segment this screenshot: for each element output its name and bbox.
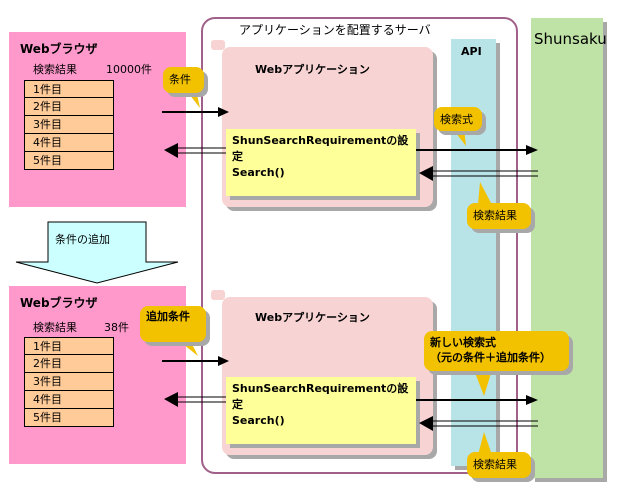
bottom-code-line2: Search() — [232, 414, 285, 427]
server-frame — [201, 17, 518, 474]
bottom-webapp-tab — [211, 290, 225, 300]
bottom-browser-title: Webブラウザ — [20, 296, 98, 310]
bottom-code-box: ShunSearchRequirementの設定 Search() — [226, 377, 416, 444]
bottom-query-arrowhead — [526, 395, 538, 405]
top-browser-title: Webブラウザ — [20, 42, 98, 56]
top-query-arrowhead — [526, 145, 538, 155]
top-results-label: 検索結果 — [33, 63, 77, 76]
bottom-condition-bubble: 追加条件 — [140, 306, 206, 342]
top-query-bubble: 検索式 — [434, 107, 482, 131]
api-label: API — [461, 45, 482, 58]
list-item[interactable]: 1件目 — [24, 337, 114, 355]
bottom-query-bubble-line2: （元の条件＋追加条件） — [430, 351, 551, 364]
bottom-query-bubble-line1: 新しい検索式 — [430, 336, 496, 349]
top-query-bubble-tail — [452, 128, 466, 146]
top-response-arrowhead — [164, 143, 178, 158]
top-request-arrowhead — [218, 107, 229, 117]
bottom-condition-bubble-tail — [178, 340, 198, 356]
server-label: アプリケーションを配置するサーバ — [236, 21, 434, 38]
list-item[interactable]: 5件目 — [24, 409, 114, 427]
bottom-result-arrowhead — [419, 416, 433, 431]
list-item[interactable]: 3件目 — [24, 116, 114, 134]
top-result-bubble-tail — [478, 182, 492, 205]
add-condition-arrow — [15, 221, 179, 284]
bottom-request-arrowhead — [218, 356, 229, 366]
bottom-query-bubble: 新しい検索式 （元の条件＋追加条件） — [424, 331, 569, 371]
bottom-result-bubble: 検索結果 — [467, 452, 531, 478]
bottom-code-line1: ShunSearchRequirementの設定 — [232, 382, 409, 411]
bottom-result-list: 1件目 2件目 3件目 4件目 5件目 — [24, 337, 114, 427]
bottom-query-bubble-tail — [474, 370, 492, 396]
list-item[interactable]: 5件目 — [24, 152, 114, 170]
bottom-result-bubble-tail — [478, 432, 492, 455]
list-item[interactable]: 1件目 — [24, 80, 114, 98]
top-result-arrowhead — [419, 166, 433, 181]
top-results-count: 10000件 — [106, 63, 152, 76]
shunsaku-label: Shunsaku — [534, 30, 607, 48]
bottom-webapp-title: Webアプリケーション — [255, 311, 370, 324]
top-code-line1: ShunSearchRequirementの設定 — [232, 134, 409, 163]
top-webapp-title: Webアプリケーション — [255, 63, 370, 76]
list-item[interactable]: 2件目 — [24, 355, 114, 373]
shunsaku-panel — [531, 18, 603, 478]
top-result-bubble: 検索結果 — [467, 203, 531, 229]
top-code-line2: Search() — [232, 166, 285, 179]
top-webapp-tab — [211, 40, 225, 50]
list-item[interactable]: 4件目 — [24, 134, 114, 152]
list-item[interactable]: 3件目 — [24, 373, 114, 391]
list-item[interactable]: 2件目 — [24, 98, 114, 116]
top-condition-bubble-tail — [186, 90, 200, 108]
list-item[interactable]: 4件目 — [24, 391, 114, 409]
bottom-results-label: 検索結果 — [33, 321, 77, 334]
add-condition-label: 条件の追加 — [55, 233, 110, 246]
top-condition-bubble: 条件 — [163, 67, 204, 93]
top-code-box: ShunSearchRequirementの設定 Search() — [226, 129, 416, 196]
bottom-results-count: 38件 — [104, 321, 129, 334]
bottom-response-arrowhead — [164, 392, 178, 407]
top-result-list: 1件目 2件目 3件目 4件目 5件目 — [24, 80, 114, 170]
